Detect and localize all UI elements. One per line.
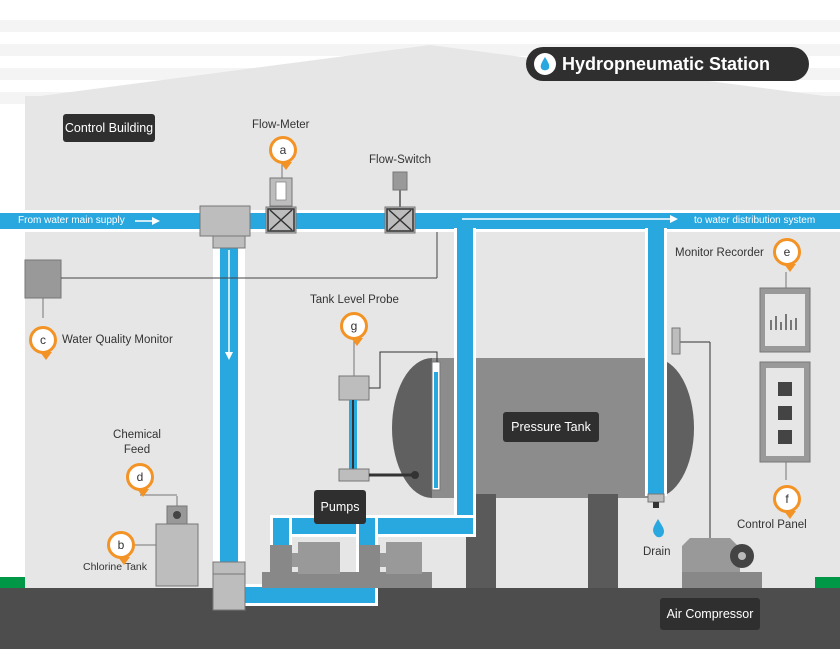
- control-building-label: Control Building: [63, 114, 155, 142]
- pumps-device: [262, 542, 432, 588]
- monitor-recorder-device: [759, 272, 811, 353]
- flow-switch-device: [384, 171, 416, 234]
- pressure-tank-label: Pressure Tank: [503, 412, 599, 442]
- control-panel-label: Control Panel: [737, 519, 807, 531]
- grass-left: [0, 577, 25, 588]
- water-drop-icon: [534, 53, 556, 75]
- marker-a: a: [269, 136, 297, 170]
- pipe-couplings: [199, 205, 251, 611]
- chlorine-tank-label: Chlorine Tank: [83, 561, 148, 573]
- to-distribution-label: to water distribution system: [694, 215, 816, 226]
- chlorine-tank-device: [130, 494, 199, 587]
- station-title: Hydropneumatic Station: [526, 47, 809, 81]
- flow-switch-label: Flow-Switch: [369, 154, 431, 166]
- marker-g: g: [340, 312, 368, 346]
- drain-label: Drain: [643, 546, 671, 558]
- grass-right: [815, 577, 840, 588]
- flow-meter-device: [265, 177, 297, 234]
- title-text: Hydropneumatic Station: [562, 54, 771, 74]
- title-drop-svg: [540, 57, 550, 71]
- marker-d: d: [126, 463, 154, 497]
- marker-e: e: [773, 238, 801, 272]
- vertical-supply-pipe: [213, 232, 245, 572]
- pumps-label: Pumps: [314, 490, 366, 524]
- drain-device: [647, 493, 665, 538]
- tank-level-probe-label: Tank Level Probe: [310, 294, 399, 306]
- marker-f: f: [773, 485, 801, 519]
- marker-b: b: [107, 531, 135, 565]
- from-main-label: From water main supply: [18, 215, 125, 226]
- sight-glass-level: [434, 372, 438, 488]
- control-panel-device: [759, 361, 811, 480]
- air-compressor-label: Air Compressor: [660, 598, 760, 630]
- marker-c: c: [29, 326, 57, 360]
- chemical-feed-label: Chemical Feed: [113, 429, 161, 456]
- monitor-recorder-label: Monitor Recorder: [675, 247, 764, 259]
- water-quality-monitor-device: [24, 232, 438, 318]
- tank-level-probe-device: [338, 338, 438, 482]
- water-quality-monitor-label: Water Quality Monitor: [62, 334, 173, 346]
- water-drop-icon: [653, 519, 665, 538]
- flow-meter-label: Flow-Meter: [252, 119, 310, 131]
- air-compressor-device: [671, 327, 762, 588]
